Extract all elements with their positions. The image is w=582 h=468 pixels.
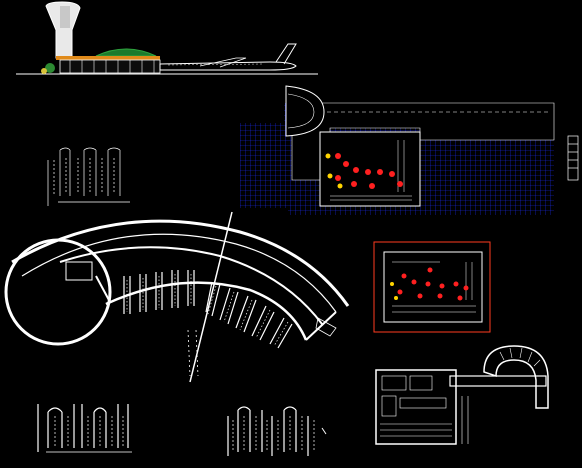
plan-yellow-markers xyxy=(325,153,343,189)
blue-grid-site-plan xyxy=(240,85,579,215)
apron-area xyxy=(291,102,555,181)
terminal-outer-arc xyxy=(11,219,350,307)
terminal-plan-box xyxy=(319,131,421,207)
terminal-roof xyxy=(56,56,160,60)
terminal-concourse-inner xyxy=(105,281,308,341)
rotunda-connector xyxy=(95,275,112,305)
right-stall-row xyxy=(455,396,469,444)
plan-highlights xyxy=(335,153,403,189)
curved-parking-stalls xyxy=(123,270,293,349)
detail-plan-box xyxy=(383,251,483,323)
elevation-drawing xyxy=(16,1,318,75)
tree-icon xyxy=(41,68,47,74)
terminal-inner-arc xyxy=(59,246,323,325)
end-pavilion xyxy=(315,317,337,337)
connector-bridge xyxy=(449,375,547,387)
aircraft-wing xyxy=(199,57,247,68)
control-tower xyxy=(45,1,81,59)
side-stair-detail xyxy=(567,135,579,181)
arc-end-building xyxy=(483,345,549,409)
tree-icon xyxy=(45,63,55,73)
stall-group-right xyxy=(227,406,327,456)
terminal-dome xyxy=(95,48,157,57)
axis-line xyxy=(189,211,233,383)
curved-terminal-plan xyxy=(4,211,350,383)
arc-radial-ticks xyxy=(499,347,541,367)
terminal-body xyxy=(59,59,161,74)
aircraft-windows xyxy=(167,63,263,66)
detail-red-markers xyxy=(397,267,469,301)
highlighted-detail-plan xyxy=(373,241,491,333)
semicircle-inner xyxy=(287,93,315,129)
arc-end-building-plan xyxy=(375,345,549,445)
grid-black-notch xyxy=(240,103,284,123)
terminal-outer-arc-2 xyxy=(21,233,337,313)
parking-stall-details-bottom xyxy=(37,404,327,456)
rotunda-annex xyxy=(65,261,93,281)
concourse-end xyxy=(305,311,337,341)
aircraft-fuselage xyxy=(159,61,297,71)
terminal-columns xyxy=(69,60,155,73)
semicircle-terminal xyxy=(285,85,325,137)
orange-frame xyxy=(373,241,491,333)
hall-rooms xyxy=(380,375,452,437)
detail-yellow-markers xyxy=(390,282,398,300)
stall-group-left xyxy=(37,404,132,453)
plan-parking-rows xyxy=(330,140,412,201)
aircraft-tail xyxy=(275,43,297,65)
tower-window xyxy=(60,6,70,28)
detail-stalls xyxy=(392,261,476,313)
parking-detail-small xyxy=(47,147,130,206)
main-hall xyxy=(375,369,457,445)
